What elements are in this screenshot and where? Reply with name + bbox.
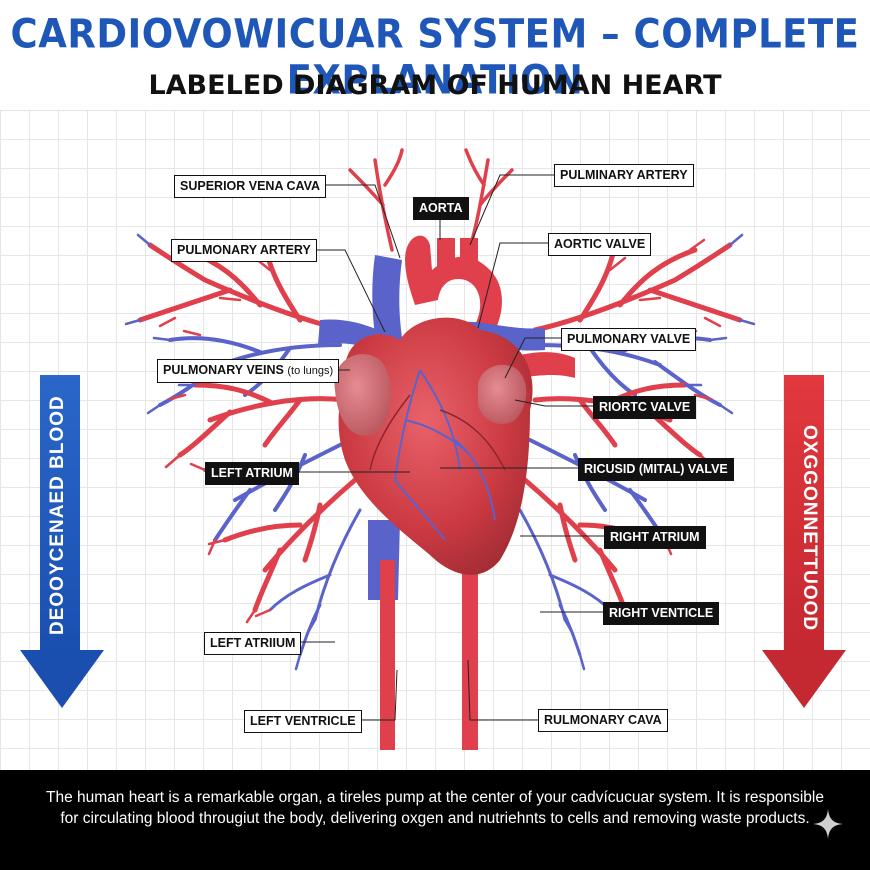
page-subtitle: LABELED DIAGRAM OF HUMAN HEART [148,70,722,101]
heart-body [334,317,533,575]
left-lung-vessels [124,233,362,671]
label-pulminary-artery: PULMINARY ARTERY [554,164,694,187]
label-riortc-valve: RIORTC VALVE [593,396,697,419]
label-superior-vena-cava: SUPERIOR VENA CAVA [174,175,327,198]
label-aortic-valve: AORTIC VALVE [548,233,652,256]
page-title: CARDIOVOWICUAR SYSTEM – COMPLETE EXPLANA… [10,10,860,104]
great-vessels [318,235,575,750]
deoxygenated-blood-label: DEOOYCENAED BLOOD [47,395,68,635]
label-rulmonary-cava: RULMONARY CAVA [538,709,668,732]
label-right-atrium: RIGHT ATRIUM [604,526,706,549]
deoxygenated-arrow [20,375,104,708]
label-right-venticle: RIGHT VENTICLE [603,602,720,625]
label-aorta: AORTA [413,197,469,220]
footer-description: The human heart is a remarkable organ, a… [0,770,870,870]
top-vessels [348,148,514,252]
label-pulmonary-veins: PULMONARY VEINS (to lungs) [157,359,340,383]
label-left-ventricle: LEFT VENTRICLE [244,710,362,733]
label-left-atrium: LEFT ATRIUM [205,462,299,485]
label-pulmonary-artery: PULMONARY ARTERY [171,239,317,262]
oxygenated-arrow [762,375,846,708]
pulmonary-veins-text: PULMONARY VEINS [163,363,284,377]
oxygenated-blood-label: OXGGONNETTUOOD [799,425,820,632]
label-ricusid-valve: RICUSID (MITAL) VALVE [578,458,734,481]
pulmonary-veins-note: (to lungs) [287,365,334,377]
sparkle-icon [813,809,843,839]
label-left-atriium: LEFT ATRIIUM [204,632,302,655]
label-pulmonary-valve: PULMONARY VALVE [561,328,697,351]
